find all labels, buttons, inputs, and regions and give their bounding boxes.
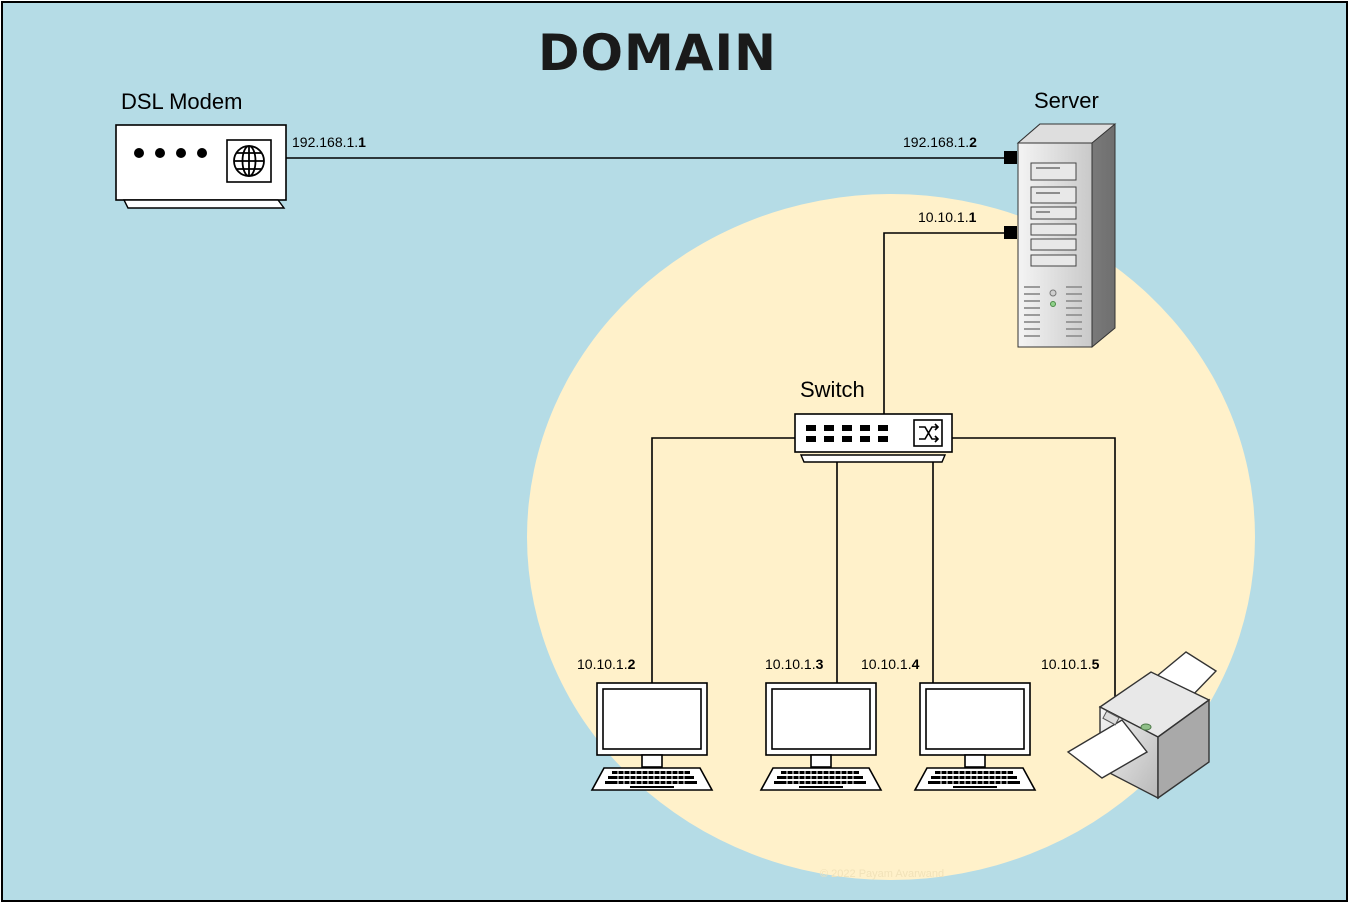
switch-printer-link xyxy=(952,437,1116,706)
server-switch-link xyxy=(883,232,1005,414)
pc1-ip: 10.10.1.2 xyxy=(577,656,636,672)
domain-zone xyxy=(527,194,1255,880)
diagram-title: DOMAIN xyxy=(538,24,777,82)
server-tower-icon xyxy=(1016,123,1117,348)
pc3-ip: 10.10.1.4 xyxy=(861,656,920,672)
switch-arrows-icon xyxy=(919,423,940,443)
server-lan-port xyxy=(1004,226,1017,239)
server-lan-ip: 10.10.1.1 xyxy=(918,209,977,225)
server-wan-port xyxy=(1004,151,1017,164)
computer-2-icon xyxy=(760,682,882,791)
printer-ip: 10.10.1.5 xyxy=(1041,656,1100,672)
pc2-ip: 10.10.1.3 xyxy=(765,656,824,672)
switch-pc1-link xyxy=(651,437,795,684)
computer-3-icon xyxy=(914,682,1036,791)
dsl-modem-icon xyxy=(115,124,287,209)
switch-label: Switch xyxy=(800,377,865,402)
network-switch-icon xyxy=(794,413,953,463)
server-wan-ip: 192.168.1.2 xyxy=(903,134,977,150)
modem-label: DSL Modem xyxy=(121,89,243,114)
globe-icon xyxy=(233,145,265,177)
server-label: Server xyxy=(1034,88,1099,113)
connection-lines xyxy=(283,157,1116,706)
modem-wan-ip: 192.168.1.1 xyxy=(292,134,366,150)
computer-1-icon xyxy=(591,682,713,791)
printer-icon xyxy=(1066,651,1218,800)
copyright-watermark: © 2022 Payam Avarwand xyxy=(820,868,945,880)
